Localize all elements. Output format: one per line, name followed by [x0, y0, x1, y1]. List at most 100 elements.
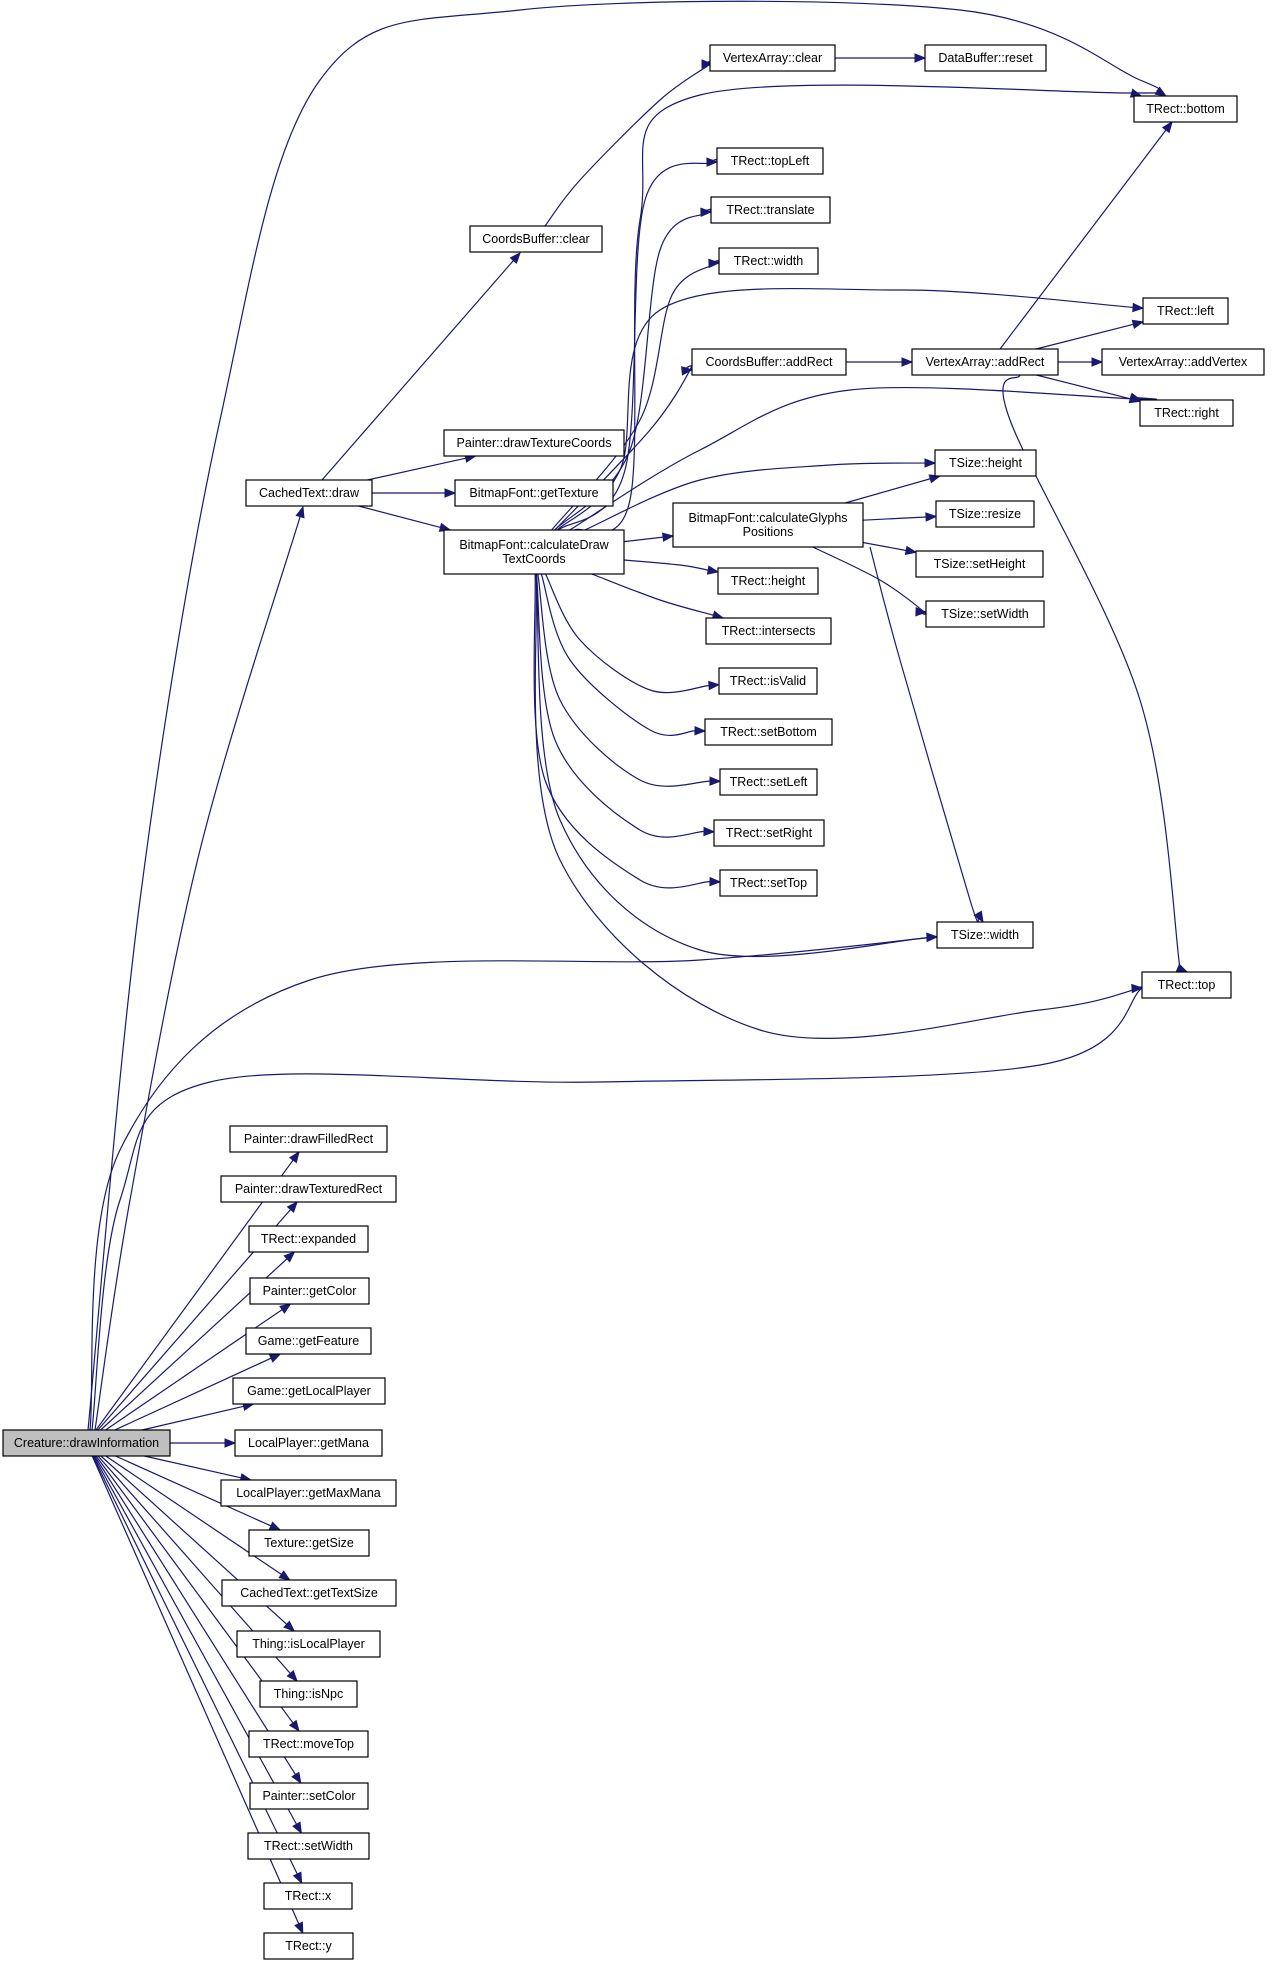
arrowhead: [509, 251, 521, 265]
node-cbAddRect[interactable]: CoordsBuffer::addRect: [691, 348, 847, 376]
node-gGetFeature[interactable]: Game::getFeature: [245, 1327, 372, 1355]
node-rLeft[interactable]: TRect::left: [1142, 297, 1229, 325]
node-label: TRect::setWidth: [264, 1839, 353, 1853]
node-rHeight[interactable]: TRect::height: [717, 567, 819, 595]
node-root[interactable]: Creature::drawInformation: [2, 1429, 171, 1457]
edge-root-to-pSetColor: [94, 1455, 302, 1785]
node-pDrawTexturedRect[interactable]: Painter::drawTexturedRect: [220, 1175, 397, 1203]
node-sHeight[interactable]: TSize::height: [934, 449, 1037, 477]
node-rTranslate[interactable]: TRect::translate: [710, 196, 831, 224]
node-rSetLeft[interactable]: TRect::setLeft: [719, 768, 818, 796]
node-sResize[interactable]: TSize::resize: [935, 500, 1035, 528]
edge-vaClear-to-dbReset: [835, 53, 927, 63]
node-label: CachedText::draw: [259, 486, 360, 500]
arrowhead: [283, 1251, 296, 1263]
node-lpGetMana[interactable]: LocalPlayer::getMana: [234, 1429, 383, 1457]
node-label: TRect::moveTop: [263, 1737, 354, 1751]
node-rRight[interactable]: TRect::right: [1139, 399, 1234, 427]
node-rTop[interactable]: TRect::top: [1141, 971, 1232, 999]
node-rSetWidth[interactable]: TRect::setWidth: [247, 1832, 370, 1860]
node-box: [709, 44, 836, 72]
node-box: [924, 44, 1047, 72]
node-box: [1133, 95, 1238, 123]
node-box: [263, 1882, 353, 1910]
edge-cachedDraw-to-coordsClear: [321, 251, 521, 481]
node-rSetRight[interactable]: TRect::setRight: [713, 819, 825, 847]
arrowhead: [278, 1570, 291, 1581]
node-thIsLocalPlayer[interactable]: Thing::isLocalPlayer: [236, 1630, 381, 1658]
node-box: [248, 1225, 369, 1253]
edge-vaAddRect-to-rRight: [1036, 374, 1142, 404]
node-vaAddVertex[interactable]: VertexArray::addVertex: [1101, 348, 1265, 376]
node-rSetTop[interactable]: TRect::setTop: [719, 869, 818, 897]
node-rY[interactable]: TRect::y: [263, 1932, 354, 1960]
node-box: [719, 768, 818, 796]
edge-line: [141, 1405, 244, 1431]
arrowhead: [694, 726, 707, 736]
arrowhead: [1128, 394, 1142, 404]
node-rExpanded[interactable]: TRect::expanded: [248, 1225, 369, 1253]
arrowhead: [681, 366, 694, 376]
node-label: TRect::setLeft: [730, 775, 808, 789]
node-pDrawFilledRect[interactable]: Painter::drawFilledRect: [229, 1125, 388, 1153]
node-box: [934, 449, 1037, 477]
edge-line: [623, 559, 709, 571]
node-dbReset[interactable]: DataBuffer::reset: [924, 44, 1047, 72]
node-label: DataBuffer::reset: [938, 51, 1033, 65]
node-label: TRect::intersects: [722, 624, 816, 638]
node-coordsClear[interactable]: CoordsBuffer::clear: [469, 225, 603, 253]
node-box: [935, 500, 1035, 528]
edge-bfCalcDraw-to-rLeft: [556, 287, 1157, 531]
node-box: [691, 348, 847, 376]
node-cachedDraw[interactable]: CachedText::draw: [245, 479, 373, 507]
edge-bfCalcDraw-to-rIntersects: [591, 573, 725, 620]
node-sSetWidth[interactable]: TSize::setWidth: [925, 600, 1045, 628]
node-rX[interactable]: TRect::x: [263, 1882, 353, 1910]
node-label: TRect::y: [285, 1939, 332, 1953]
node-box: [249, 1277, 370, 1305]
node-rIntersects[interactable]: TRect::intersects: [705, 617, 832, 645]
node-pDrawTexCoords[interactable]: Painter::drawTextureCoords: [443, 429, 625, 457]
node-thIsNpc[interactable]: Thing::isNpc: [259, 1680, 358, 1708]
node-sWidth[interactable]: TSize::width: [936, 921, 1034, 949]
node-bfGetTexture[interactable]: BitmapFont::getTexture: [454, 479, 614, 507]
node-rTopLeft[interactable]: TRect::topLeft: [716, 147, 824, 175]
edge-vaAddRect-to-rLeft: [1035, 319, 1145, 350]
arrowhead: [700, 207, 713, 218]
node-rWidth[interactable]: TRect::width: [718, 247, 819, 275]
node-vaClear[interactable]: VertexArray::clear: [709, 44, 836, 72]
node-rBottom[interactable]: TRect::bottom: [1133, 95, 1238, 123]
edge-line: [544, 60, 713, 227]
node-sSetHeight[interactable]: TSize::setHeight: [915, 550, 1044, 578]
arrowhead: [268, 1353, 282, 1363]
node-box: [221, 1579, 397, 1607]
node-box: [263, 1932, 354, 1960]
node-lpGetMaxMana[interactable]: LocalPlayer::getMaxMana: [220, 1479, 397, 1507]
edge-bfCalcDraw-to-rSetLeft: [537, 573, 722, 787]
node-tGetSize[interactable]: Texture::getSize: [248, 1529, 370, 1557]
edge-bfCalcGlyphs-to-sHeight: [845, 474, 942, 504]
edge-bfCalcGlyphs-to-sSetWidth: [812, 546, 928, 617]
node-rSetBottom[interactable]: TRect::setBottom: [704, 718, 833, 746]
arrowhead: [292, 1821, 302, 1835]
node-label: TRect::translate: [726, 203, 814, 217]
node-pSetColor[interactable]: Painter::setColor: [249, 1782, 369, 1810]
node-ctGetTextSize[interactable]: CachedText::getTextSize: [221, 1579, 397, 1607]
edge-line: [87, 0, 1161, 1431]
node-box: [915, 550, 1044, 578]
arrowhead: [286, 1669, 298, 1683]
node-rIsValid[interactable]: TRect::isValid: [718, 667, 818, 695]
node-label: Texture::getSize: [264, 1536, 354, 1550]
edge-bfCalcDraw-to-rIsValid: [544, 573, 721, 694]
arrowhead: [283, 1620, 296, 1632]
node-rMoveTop[interactable]: TRect::moveTop: [248, 1730, 369, 1758]
node-pGetColor[interactable]: Painter::getColor: [249, 1277, 370, 1305]
node-gGetLocalPlayer[interactable]: Game::getLocalPlayer: [232, 1377, 386, 1405]
node-vaAddRect[interactable]: VertexArray::addRect: [911, 348, 1059, 376]
node-box: [245, 1327, 372, 1355]
node-label: TRect::right: [1154, 406, 1219, 420]
arrowhead: [1091, 357, 1104, 367]
